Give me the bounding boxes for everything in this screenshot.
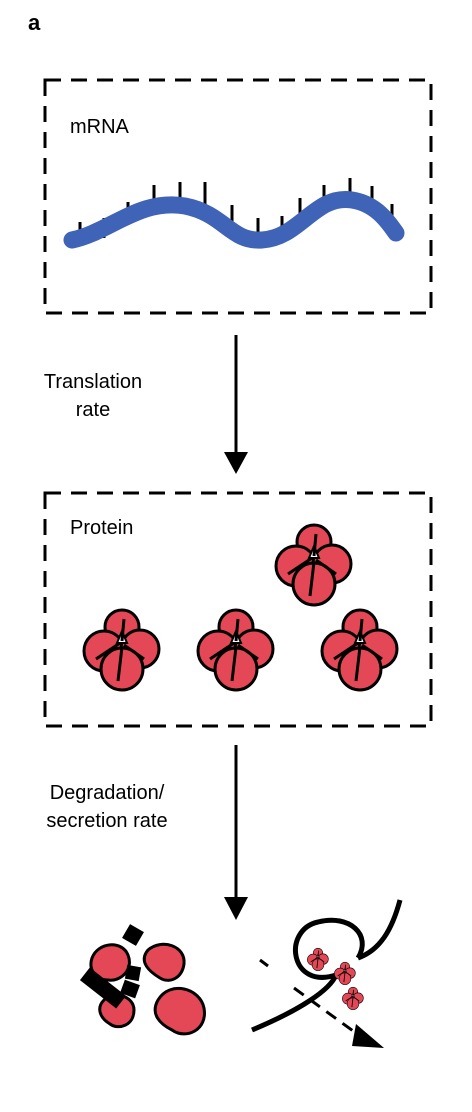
protein-label: Protein (70, 517, 134, 539)
protein-molecule (196, 608, 275, 692)
degradation-rate-label: Degradation/ secretion rate (22, 779, 192, 835)
degradation-label-line1: Degradation/ (49, 782, 165, 804)
protein-molecule (82, 608, 161, 692)
mrna-box (43, 78, 433, 315)
secretion-vesicle (251, 899, 403, 1048)
protein-molecule (320, 608, 399, 692)
translation-rate-label: Translation rate (18, 368, 168, 424)
degraded-protein-fragments (79, 924, 206, 1036)
protein-molecule (274, 523, 353, 607)
panel-letter: a (28, 10, 41, 35)
translation-arrow (224, 335, 248, 474)
degradation-arrow (224, 745, 248, 920)
mrna-strand (63, 191, 405, 249)
protein-box (43, 491, 433, 728)
mrna-label: mRNA (70, 116, 129, 138)
translation-label-line1: Translation (43, 371, 143, 393)
translation-label-line2: rate (75, 399, 111, 421)
degradation-label-line2: secretion rate (46, 810, 168, 832)
